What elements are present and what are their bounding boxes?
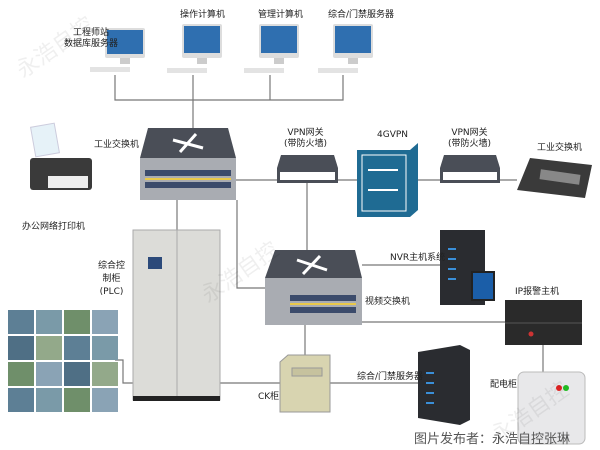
ip-alarm-host bbox=[505, 300, 582, 345]
label-ip-alarm: IP报警主机 bbox=[515, 287, 560, 297]
label-nvr: NVR主机系统 bbox=[390, 253, 446, 263]
industrial-switch-remote bbox=[517, 158, 592, 198]
vpn-gateway-1 bbox=[277, 155, 338, 183]
camera-thumbnail bbox=[36, 310, 62, 334]
camera-thumbnail bbox=[36, 336, 62, 360]
label-line: VPN网关 bbox=[451, 128, 488, 138]
power-distribution-cabinet bbox=[517, 371, 586, 445]
image-credit: 图片发布者：永浩自控张琳 bbox=[414, 432, 571, 447]
camera-thumbnail bbox=[64, 336, 90, 360]
label-access-server-bottom: 综合/门禁服务器 bbox=[357, 372, 424, 382]
label-printer: 办公网络打印机 bbox=[22, 222, 86, 232]
label-line: 工程师站 bbox=[73, 28, 110, 38]
label-line: 综合控 bbox=[98, 261, 126, 271]
camera-thumbnail bbox=[92, 336, 118, 360]
monitor-engineering-station bbox=[90, 28, 145, 72]
label-video-switch: 视频交换机 bbox=[365, 297, 411, 307]
label-line: VPN网关 bbox=[287, 128, 324, 138]
label-line: (带防火墙) bbox=[284, 139, 328, 149]
camera-thumbnail bbox=[64, 310, 90, 334]
camera-thumbnail bbox=[64, 388, 90, 412]
monitor-management bbox=[244, 24, 299, 73]
label-power-cabinet: 配电柜 bbox=[490, 380, 518, 390]
4g-vpn-device bbox=[357, 143, 418, 217]
nvr-server bbox=[440, 230, 495, 305]
label-line: (PLC) bbox=[99, 287, 124, 297]
label-line: 数据库服务器 bbox=[64, 39, 119, 49]
camera-thumbnail bbox=[8, 336, 34, 360]
label-eng-station: 工程师站数据库服务器 bbox=[64, 28, 118, 50]
label-ck-cabinet: CK柜 bbox=[258, 392, 280, 402]
label-4g-vpn: 4GVPN bbox=[377, 130, 409, 140]
label-industrial-switch-main: 工业交换机 bbox=[94, 140, 140, 150]
label-plc-cabinet: 综合控制柜 (PLC) bbox=[98, 260, 125, 299]
label-mgmt-pc: 管理计算机 bbox=[258, 10, 304, 20]
label-line: (带防火墙) bbox=[448, 139, 492, 149]
ck-cabinet bbox=[279, 354, 331, 413]
label-industrial-switch-remote: 工业交换机 bbox=[537, 143, 583, 153]
control-cabinet-plc bbox=[132, 229, 221, 401]
label-vpn-gateway-1: VPN网关(带防火墙) bbox=[284, 128, 327, 150]
label-operator-pc: 操作计算机 bbox=[180, 10, 226, 20]
label-vpn-gateway-2: VPN网关(带防火墙) bbox=[448, 128, 491, 150]
industrial-switch-main bbox=[140, 128, 236, 200]
label-access-server-top: 综合/门禁服务器 bbox=[328, 10, 395, 20]
camera-thumbnail bbox=[92, 310, 118, 334]
monitor-access-server bbox=[318, 24, 373, 73]
camera-thumbnail bbox=[8, 388, 34, 412]
camera-thumbnail bbox=[36, 362, 62, 386]
video-switch bbox=[265, 250, 362, 325]
monitor-operator bbox=[167, 24, 222, 73]
camera-thumbnail bbox=[92, 388, 118, 412]
camera-thumbnail bbox=[36, 388, 62, 412]
camera-thumbnail bbox=[8, 310, 34, 334]
camera-thumbnail bbox=[92, 362, 118, 386]
access-server-bottom bbox=[418, 345, 470, 425]
video-surveillance-grid bbox=[8, 310, 118, 412]
label-line: 制柜 bbox=[102, 274, 121, 284]
camera-thumbnail bbox=[8, 362, 34, 386]
printer bbox=[29, 122, 92, 190]
camera-thumbnail bbox=[64, 362, 90, 386]
vpn-gateway-2 bbox=[440, 155, 500, 183]
